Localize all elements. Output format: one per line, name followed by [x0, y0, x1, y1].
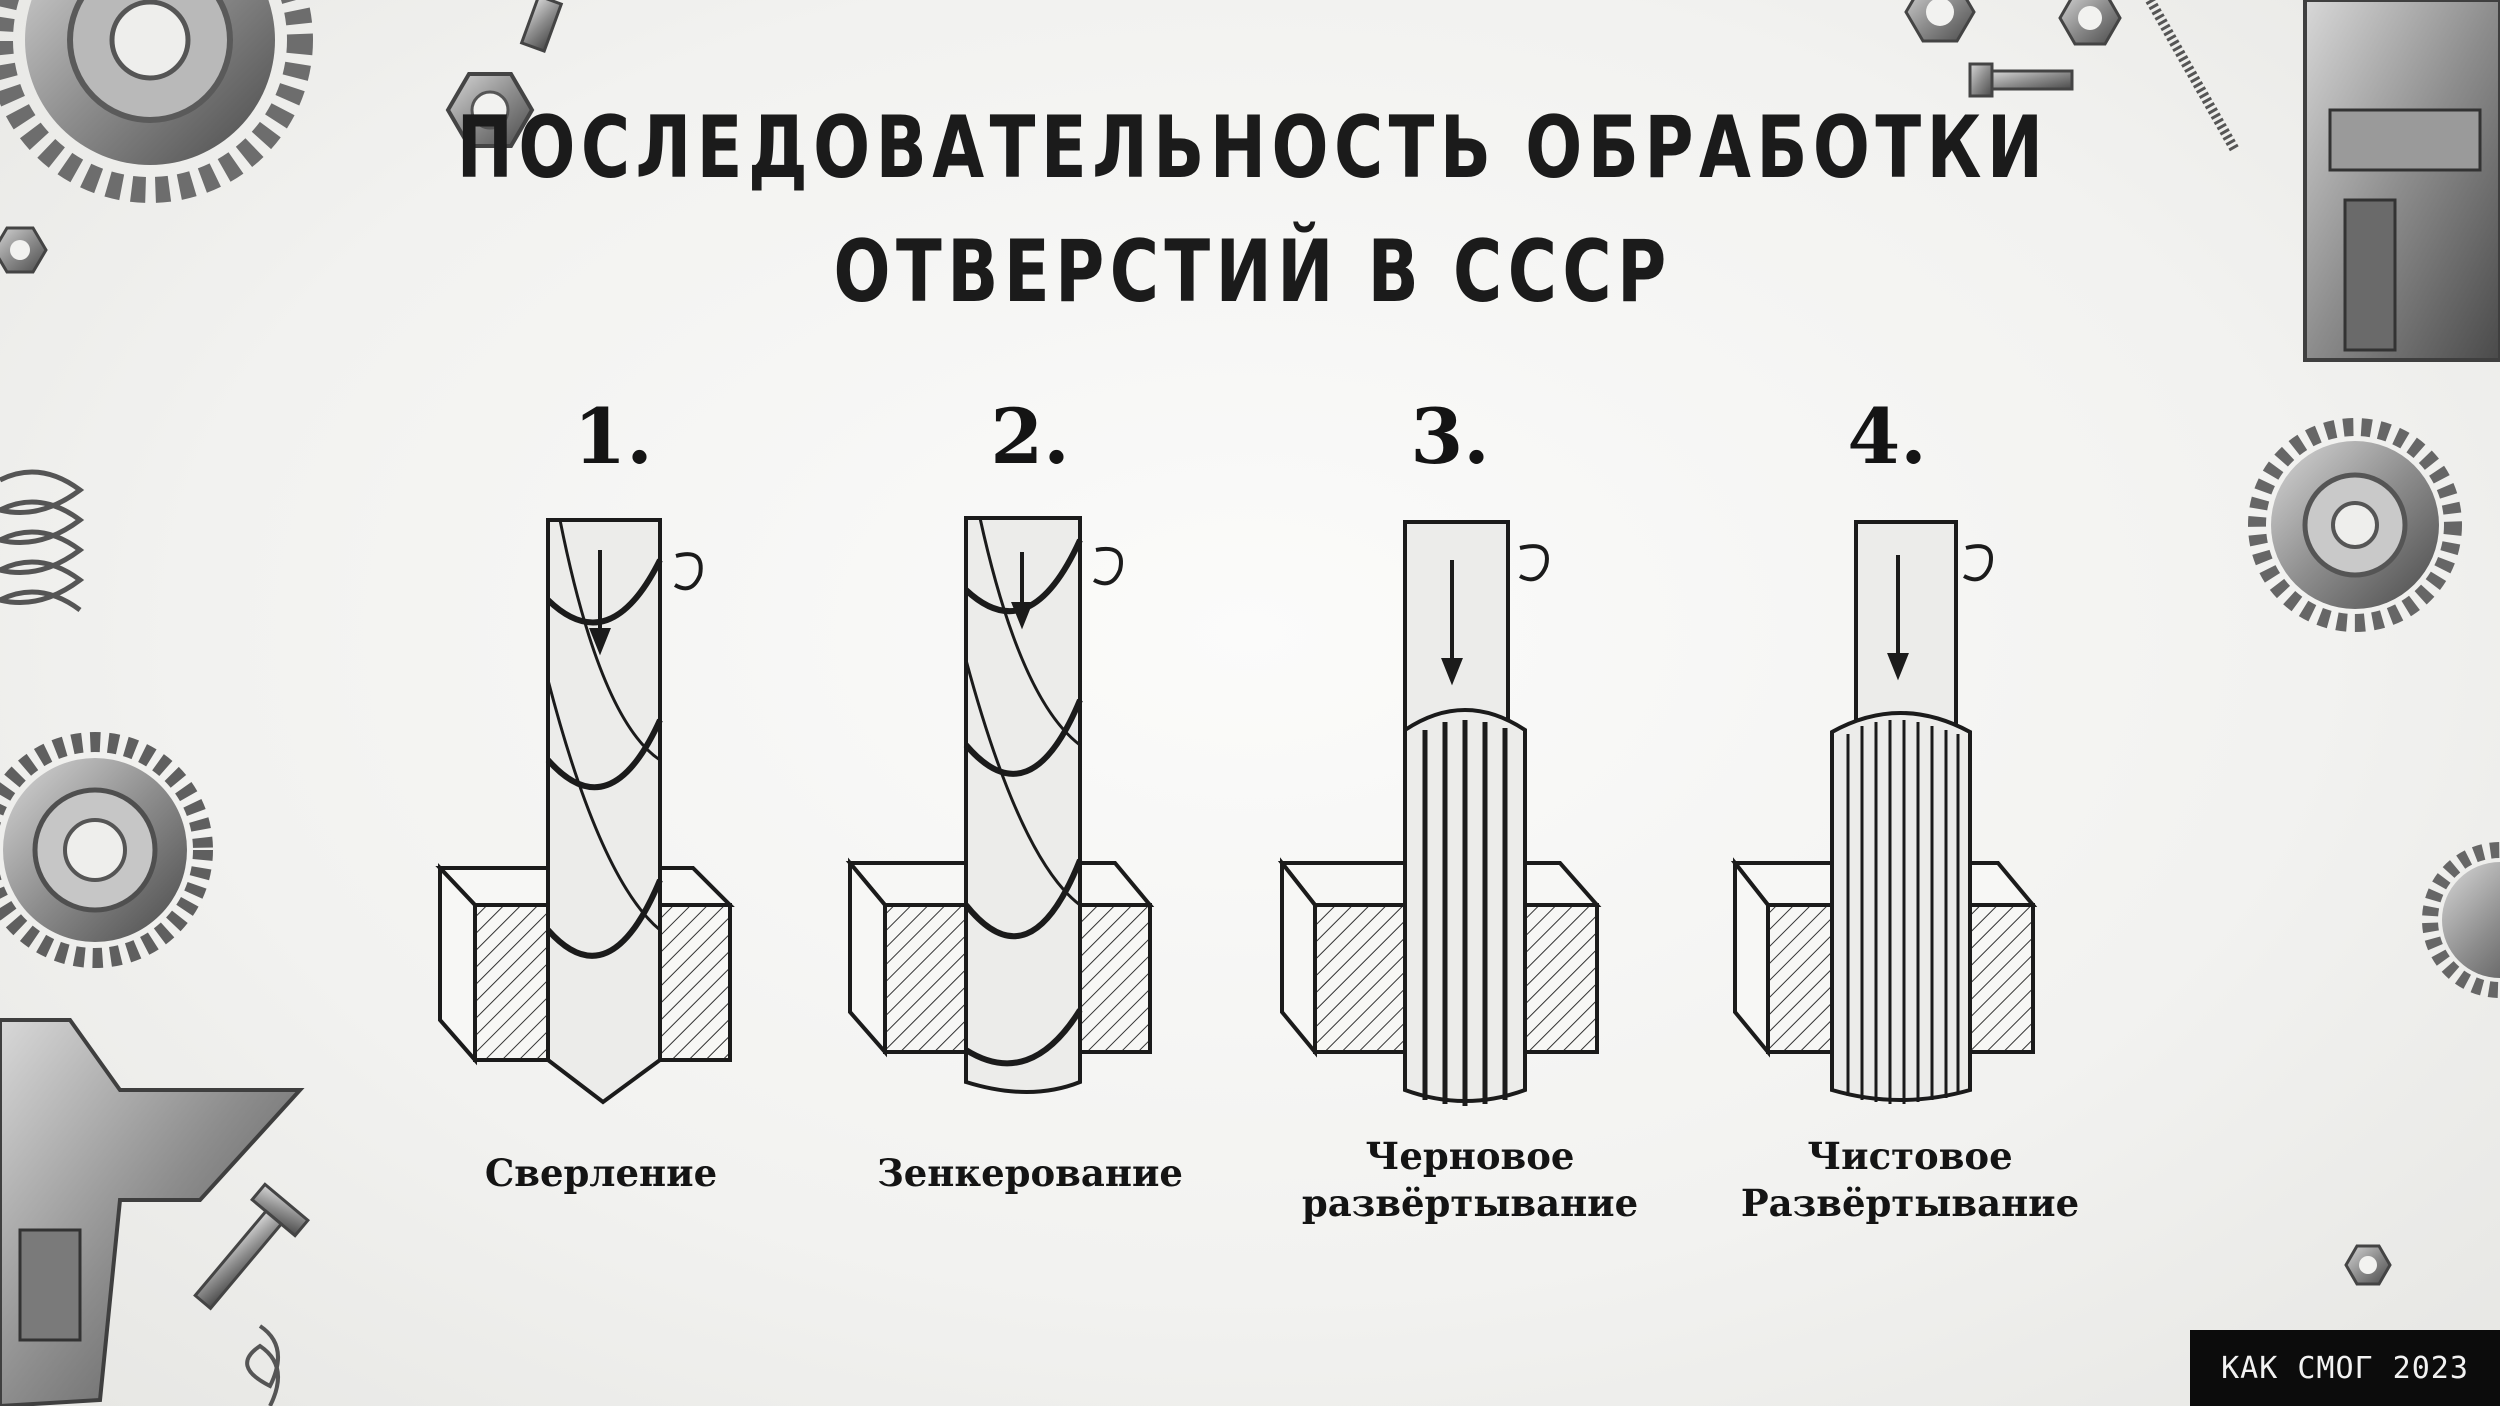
rotation-arrow	[1093, 547, 1123, 586]
step-number-4: 4.	[1847, 392, 1927, 481]
step-label-3: Черновое развёртывание	[1230, 1133, 1710, 1227]
bolt-icon	[193, 1182, 310, 1311]
gear-icon	[0, 732, 213, 968]
finish-reamer-illustration	[1730, 520, 2038, 1104]
step-label-1: Сверление	[361, 1150, 841, 1197]
step-label-4-line-1: Чистовое	[1807, 1134, 2013, 1178]
caliper-icon	[2303, 0, 2500, 362]
step-number-3: 3.	[1410, 392, 1490, 481]
bolt-icon	[519, 0, 564, 54]
countersink-illustration	[845, 516, 1155, 1094]
page-title-line-2: ОТВЕРСТИЙ В СССР	[833, 222, 1672, 322]
drill-body	[546, 518, 662, 1105]
rotation-arrow	[1519, 544, 1549, 582]
spring-icon	[2145, 0, 2240, 153]
rotation-arrow	[1963, 544, 1993, 582]
step-label-4-line-2: Развёртывание	[1740, 1181, 2080, 1225]
reamer-shank	[1403, 520, 1510, 732]
step-number-2: 2.	[990, 392, 1070, 481]
reamer-fluted-body	[1830, 711, 1972, 1102]
gear-icon	[2422, 842, 2500, 998]
gear-icon	[2248, 418, 2462, 632]
nut-icon	[2058, 0, 2122, 46]
step-label-2-line-1: Зенкерование	[877, 1151, 1183, 1195]
rough-reamer-illustration	[1277, 520, 1602, 1106]
workpiece-block-front	[438, 862, 477, 1066]
countersink-body	[964, 516, 1082, 1094]
step-label-4: Чистовое Развёртывание	[1670, 1133, 2150, 1227]
step-label-1-line-1: Сверление	[484, 1151, 718, 1195]
nut-icon	[0, 226, 48, 274]
bolt-icon	[1968, 62, 2074, 98]
step-label-3-line-1: Черновое	[1365, 1134, 1575, 1178]
twist-drill-illustration	[435, 518, 735, 1105]
reamer-shank	[1854, 520, 1958, 732]
nut-icon	[2344, 1244, 2392, 1286]
spring-icon	[245, 1324, 280, 1406]
step-label-2: Зенкерование	[790, 1150, 1270, 1197]
gear-icon	[0, 0, 313, 203]
caliper-icon	[0, 1018, 305, 1406]
rotation-arrow	[673, 552, 703, 591]
step-label-3-line-2: развёртывание	[1301, 1181, 1639, 1225]
nut-icon	[445, 72, 535, 148]
nut-icon	[1904, 0, 1976, 43]
spring-icon	[0, 469, 85, 613]
author-badge: КАК СМОГ 2023	[2190, 1330, 2500, 1406]
step-number-1: 1.	[573, 392, 653, 481]
page-title-line-1: ПОСЛЕДОВАТЕЛЬНОСТЬ ОБРАБОТКИ	[456, 98, 2049, 198]
